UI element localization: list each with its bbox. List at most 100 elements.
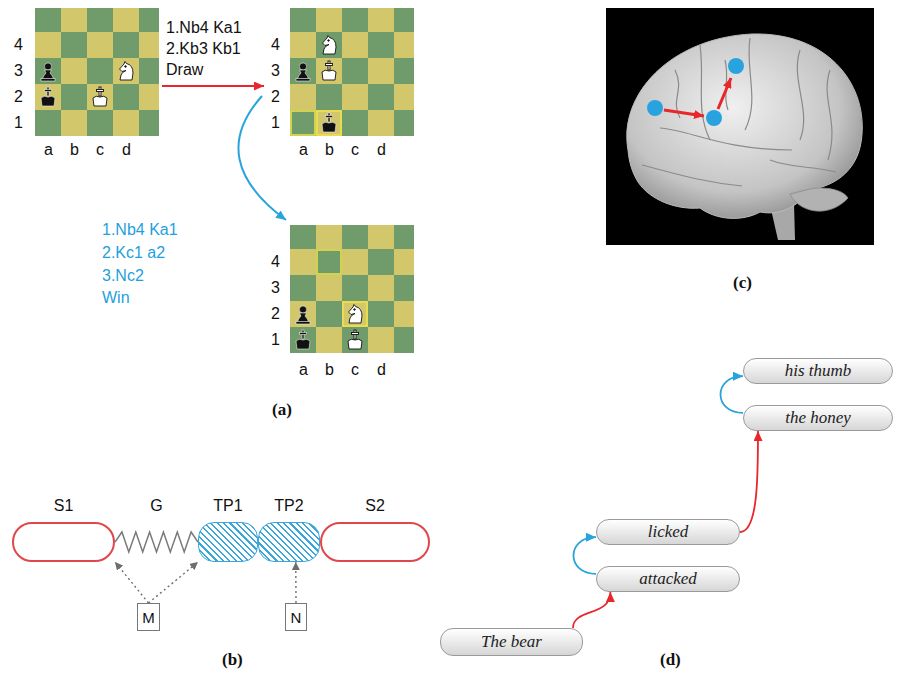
board-coordinate: 2 [271, 88, 280, 105]
panel-label-box: (b) [222, 650, 243, 670]
board-coordinate-box: b [70, 141, 79, 159]
connector [149, 562, 199, 603]
move-text: 1.Nb4 Ka1 [102, 221, 178, 238]
board-coordinate-box: 4 [14, 36, 23, 54]
board-coordinate: c [96, 141, 104, 158]
board-coordinate-box: a [44, 141, 53, 159]
panel-label: (c) [733, 273, 752, 292]
board-coordinate-box: 4 [271, 253, 280, 271]
node-text: M [142, 609, 155, 626]
move-text: 3.Nc2 [102, 267, 144, 284]
node-text: his thumb [785, 361, 852, 381]
move-text: Win [102, 289, 130, 306]
board-coordinate: 3 [271, 62, 280, 79]
board-coordinate: c [351, 361, 359, 378]
stage-label: G [115, 497, 198, 519]
node-text: G [150, 497, 162, 514]
board-coordinate-box: c [351, 361, 359, 379]
board-coordinate-box: 1 [271, 114, 280, 132]
stage-label: TP1 [198, 497, 258, 519]
move-text: 2.Kc1 a2 [102, 244, 165, 261]
move-text: 1.Nb4 Ka1 [166, 19, 242, 36]
spring-zigzag [115, 522, 198, 562]
board-coordinate: 2 [271, 305, 280, 322]
connector [721, 376, 744, 413]
connector [574, 537, 597, 574]
board-coordinate-box: 3 [271, 62, 280, 80]
board-coordinate: c [351, 141, 359, 158]
win-arrow [238, 96, 286, 220]
board-coordinate: 1 [271, 114, 280, 131]
move-text: Draw [166, 61, 203, 78]
move-text: 2.Kb3 Kb1 [166, 40, 241, 57]
draw-arrow [162, 85, 264, 87]
node-text: The bear [481, 632, 542, 652]
spring-element: G [115, 497, 198, 562]
panel-label-box: (d) [660, 650, 681, 670]
board-coordinate-box: c [351, 141, 359, 159]
board-coordinate-box: b [325, 361, 334, 379]
board-coordinate-box: d [377, 141, 386, 159]
board-coordinate-box: 1 [271, 331, 280, 349]
word-box: attacked [596, 566, 740, 592]
move-text-box: 1.Nb4 Ka1 [102, 221, 178, 239]
board-coordinate: a [299, 361, 308, 378]
board-coordinate: 2 [14, 88, 23, 105]
board-coordinate-box: b [325, 141, 334, 159]
hatched-pill: TP1 [198, 497, 258, 562]
panel-label: (a) [272, 400, 292, 419]
node-text: S2 [365, 497, 385, 514]
chess-board [35, 8, 159, 136]
node-text: S1 [54, 497, 74, 514]
board-coordinate: 1 [14, 114, 23, 131]
board-coordinate: 3 [271, 279, 280, 296]
node-text: TP1 [213, 497, 242, 514]
board-coordinate-box: d [122, 141, 131, 159]
board-coordinate: b [325, 361, 334, 378]
move-text-box: 2.Kb3 Kb1 [166, 40, 241, 58]
board-coordinate: 4 [271, 36, 280, 53]
panel-label: (d) [660, 650, 681, 669]
move-text-box: 2.Kc1 a2 [102, 244, 165, 262]
chess-board [290, 225, 414, 353]
connector [295, 562, 297, 603]
board-coordinate: 1 [271, 331, 280, 348]
hatched-pill: TP2 [258, 497, 320, 562]
word-box: his thumb [743, 358, 893, 384]
pill-shape [12, 522, 115, 562]
board-coordinate-box: 4 [271, 36, 280, 54]
board-coordinate: d [377, 141, 386, 158]
board-coordinate-box: a [299, 141, 308, 159]
panel-label: (b) [222, 650, 243, 669]
node-text: attacked [639, 569, 697, 589]
board-coordinate-box: 1 [14, 114, 23, 132]
node-text: TP2 [274, 497, 303, 514]
spring-line [115, 532, 198, 552]
stage-pill: S2 [320, 497, 430, 562]
board-coordinate: d [377, 361, 386, 378]
pill-shape [258, 522, 320, 562]
move-text-box: 3.Nc2 [102, 267, 144, 285]
board-coordinate-box: 3 [14, 62, 23, 80]
board-coordinate-box: a [299, 361, 308, 379]
board-coordinate: 3 [14, 62, 23, 79]
stage-label: S1 [12, 497, 115, 519]
panel-label-box: (a) [272, 400, 292, 420]
panel-label-box: (c) [733, 273, 752, 293]
connector [573, 592, 610, 628]
board-coordinate: a [44, 141, 53, 158]
stage-pill: S1 [12, 497, 115, 562]
board-coordinate-box: 3 [271, 279, 280, 297]
move-text-box: Draw [166, 61, 203, 79]
move-text-box: 1.Nb4 Ka1 [166, 19, 242, 37]
stage-label: TP2 [258, 497, 320, 519]
board-coordinate-box: 2 [271, 88, 280, 106]
letter-box: N [285, 603, 307, 631]
connector [115, 562, 149, 603]
word-box: licked [596, 519, 740, 545]
stage-label: S2 [320, 497, 430, 519]
node-text: N [291, 609, 302, 626]
